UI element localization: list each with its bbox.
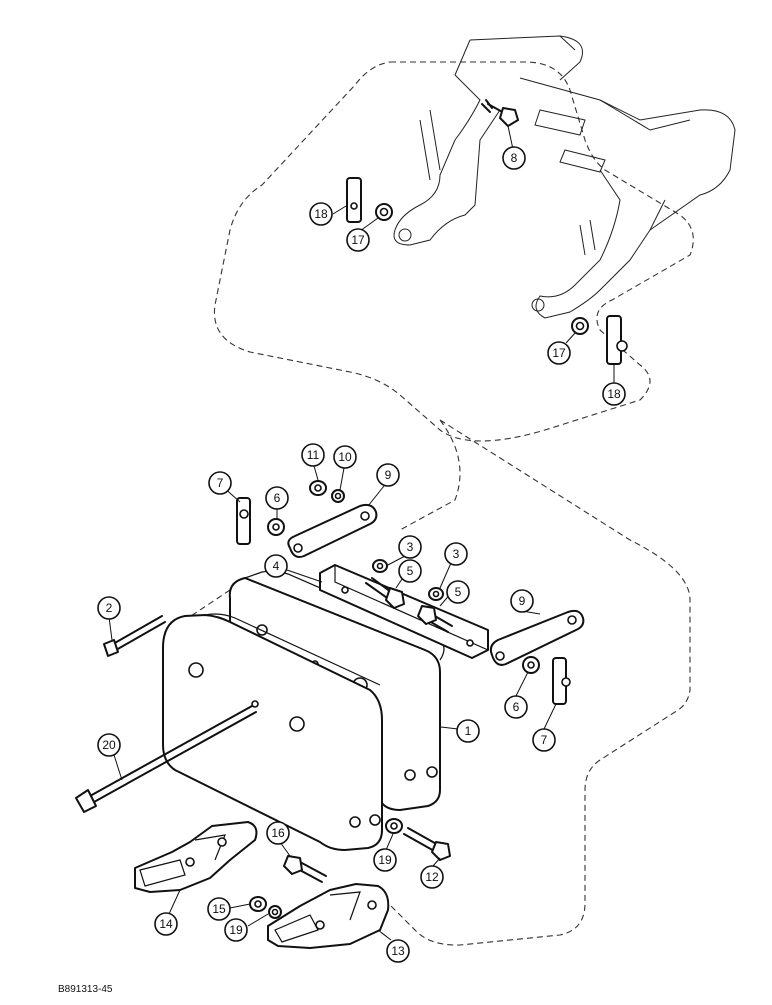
callout-label: 9 — [519, 594, 526, 608]
callout-1: 1 — [456, 719, 480, 743]
bolt-12 — [403, 827, 451, 861]
washer-19-right — [385, 818, 403, 834]
callout-2: 2 — [97, 596, 121, 620]
callout-label: 19 — [378, 853, 392, 867]
nut-11 — [309, 480, 327, 496]
callout-label: 8 — [511, 151, 518, 165]
callout-7-upper: 7 — [208, 471, 232, 495]
bracket-13 — [267, 883, 390, 949]
bolt-5-left — [365, 577, 405, 609]
leader-lines — [108, 125, 615, 941]
link-9-lower — [489, 609, 585, 666]
callout-19-right: 19 — [373, 848, 397, 872]
pin-7-lower — [552, 657, 571, 705]
nut-3-left — [372, 559, 388, 573]
washer-10 — [331, 489, 345, 503]
callout-11: 11 — [301, 443, 325, 467]
callout-label: 19 — [229, 923, 243, 937]
callout-9-upper: 9 — [376, 463, 400, 487]
washer-19-left — [268, 905, 282, 919]
callout-5-left: 5 — [398, 559, 422, 583]
pin-18-lower — [606, 315, 628, 365]
pin-7-upper — [236, 497, 251, 545]
callout-3-left: 3 — [398, 535, 422, 559]
callout-label: 14 — [159, 917, 173, 931]
callout-19-left: 19 — [224, 918, 248, 942]
assembly-outline-lower — [379, 419, 691, 946]
callout-6-lower: 6 — [504, 695, 528, 719]
callout-label: 7 — [217, 476, 224, 490]
link-9-upper — [287, 503, 378, 558]
assembly-outline — [213, 61, 694, 442]
callout-label: 12 — [425, 870, 439, 884]
callout-label: 18 — [607, 387, 621, 401]
callout-6-upper: 6 — [265, 486, 289, 510]
callout-label: 15 — [212, 902, 226, 916]
callout-label: 17 — [351, 233, 365, 247]
bar-4 — [319, 564, 489, 659]
callout-label: 2 — [106, 601, 113, 615]
bolt-8 — [481, 99, 519, 127]
drawing-code: B891313-45 — [58, 984, 113, 995]
bushing-6-lower — [522, 656, 540, 674]
callout-label: 16 — [271, 826, 285, 840]
callout-5-right: 5 — [446, 580, 470, 604]
callout-18-upper: 18 — [309, 202, 333, 226]
bolt-16 — [283, 855, 327, 883]
weight-block-front — [162, 613, 383, 851]
callout-label: 17 — [552, 346, 566, 360]
callout-label: 18 — [314, 207, 328, 221]
callout-17-upper: 17 — [346, 228, 370, 252]
bolt-2 — [103, 615, 166, 657]
callout-label: 6 — [274, 491, 281, 505]
bushing-6-upper — [267, 518, 285, 536]
callout-8: 8 — [502, 146, 526, 170]
callout-label: 10 — [338, 450, 352, 464]
callout-12: 12 — [420, 865, 444, 889]
callout-label: 7 — [541, 733, 548, 747]
bracket-14 — [134, 821, 258, 893]
bushing-17-upper — [375, 203, 393, 221]
nut-3-right — [428, 587, 444, 601]
callout-14: 14 — [154, 912, 178, 936]
callout-15: 15 — [207, 897, 231, 921]
callout-3-right: 3 — [444, 542, 468, 566]
bushing-17-lower — [571, 317, 589, 335]
callout-20: 20 — [97, 733, 121, 757]
callout-label: 4 — [273, 559, 280, 573]
callout-label: 3 — [407, 540, 414, 554]
callout-label: 3 — [453, 547, 460, 561]
callout-label: 1 — [465, 724, 472, 738]
callout-label: 9 — [385, 468, 392, 482]
callout-label: 6 — [513, 700, 520, 714]
bolt-5-right — [417, 605, 453, 633]
callout-9-lower: 9 — [510, 589, 534, 613]
callout-10: 10 — [333, 445, 357, 469]
nut-15 — [249, 896, 267, 912]
callout-label: 13 — [391, 944, 405, 958]
tractor-frame — [393, 35, 736, 319]
callout-label: 20 — [102, 738, 116, 752]
pin-18-upper — [346, 177, 362, 223]
callout-7-lower: 7 — [532, 728, 556, 752]
callout-16: 16 — [266, 821, 290, 845]
callout-label: 11 — [307, 448, 320, 462]
callout-label: 5 — [455, 585, 462, 599]
callout-18-lower: 18 — [602, 382, 626, 406]
rod-20 — [75, 705, 257, 813]
callout-label: 5 — [407, 564, 414, 578]
callout-4: 4 — [264, 554, 288, 578]
callout-17-lower: 17 — [547, 341, 571, 365]
callout-13: 13 — [386, 939, 410, 963]
